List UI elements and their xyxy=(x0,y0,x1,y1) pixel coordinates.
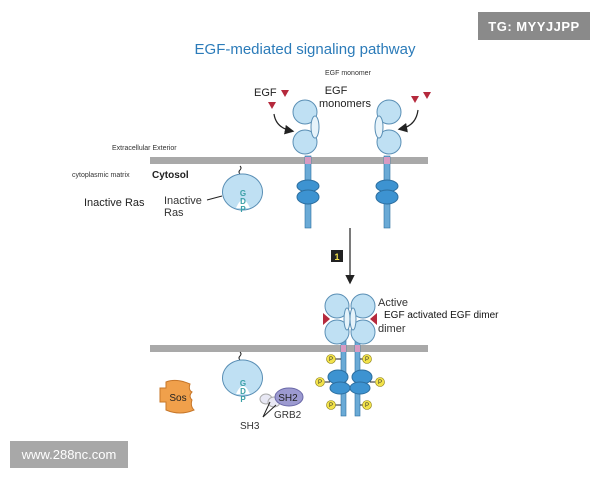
binding-arrow xyxy=(397,109,419,133)
extracellular-label: Extracellular Exterior xyxy=(112,145,177,152)
watermark-bottom-left: www.288nc.com xyxy=(10,441,128,468)
svg-text:Sos: Sos xyxy=(169,393,186,404)
egf-ligand xyxy=(411,96,419,103)
egf-ligand xyxy=(281,90,289,97)
svg-text:P: P xyxy=(240,205,246,214)
step-number: 1 xyxy=(334,252,339,262)
svg-text:P: P xyxy=(365,403,369,409)
diagram-title: EGF-mediated signaling pathway xyxy=(195,41,416,58)
watermark-top-right: TG: MYYJJPP xyxy=(478,12,590,40)
phosphate-groups: P P P P P P xyxy=(315,354,385,410)
svg-text:P: P xyxy=(329,403,333,409)
svg-text:G: G xyxy=(240,189,246,198)
svg-text:P: P xyxy=(318,380,322,386)
egf-receptor-left xyxy=(292,99,320,229)
egf-monomers-label: EGF xyxy=(325,85,348,97)
sh3-label: SH3 xyxy=(240,421,260,432)
ras-protein-bottom: G D P xyxy=(222,351,263,404)
egf-monomers-label: monomers xyxy=(319,98,371,110)
grb2-protein: SH2 GRB2 SH3 xyxy=(240,387,304,432)
membrane-bottom xyxy=(150,345,428,352)
egf-receptor-right xyxy=(374,99,402,229)
inactive-ras-label: Ras xyxy=(164,207,184,219)
grb2-label: GRB2 xyxy=(274,410,302,421)
step-badge xyxy=(331,250,343,262)
inactive-ras-label: Inactive xyxy=(164,195,202,207)
sos-protein: Sos xyxy=(159,379,195,414)
ras-protein: G D P xyxy=(222,165,263,214)
svg-text:P: P xyxy=(378,380,382,386)
membrane-top xyxy=(150,157,428,164)
svg-text:D: D xyxy=(240,197,246,206)
active-dimer-overlay-label: EGF activated EGF dimer xyxy=(384,310,499,321)
cytosol-label: Cytosol xyxy=(152,170,189,181)
leader-line xyxy=(206,195,223,201)
binding-arrow xyxy=(273,113,295,135)
svg-text:P: P xyxy=(240,395,246,404)
cytoplasmic-label: cytoplasmic matrix xyxy=(72,172,130,179)
svg-text:P: P xyxy=(329,357,333,363)
svg-text:SH2: SH2 xyxy=(278,393,298,404)
active-dimer-label: Active xyxy=(378,297,408,309)
svg-text:D: D xyxy=(240,387,246,396)
svg-text:G: G xyxy=(240,379,246,388)
egf-ligand xyxy=(423,92,431,99)
svg-text:P: P xyxy=(365,357,369,363)
active-dimer-label: dimer xyxy=(378,323,406,335)
egf-monomer-label-small: EGF monomer xyxy=(325,70,372,77)
egf-ligand xyxy=(268,102,276,109)
inactive-ras-label-large: Inactive Ras xyxy=(84,197,145,209)
egf-receptor-dimer xyxy=(323,293,377,417)
egf-label: EGF xyxy=(254,87,277,99)
